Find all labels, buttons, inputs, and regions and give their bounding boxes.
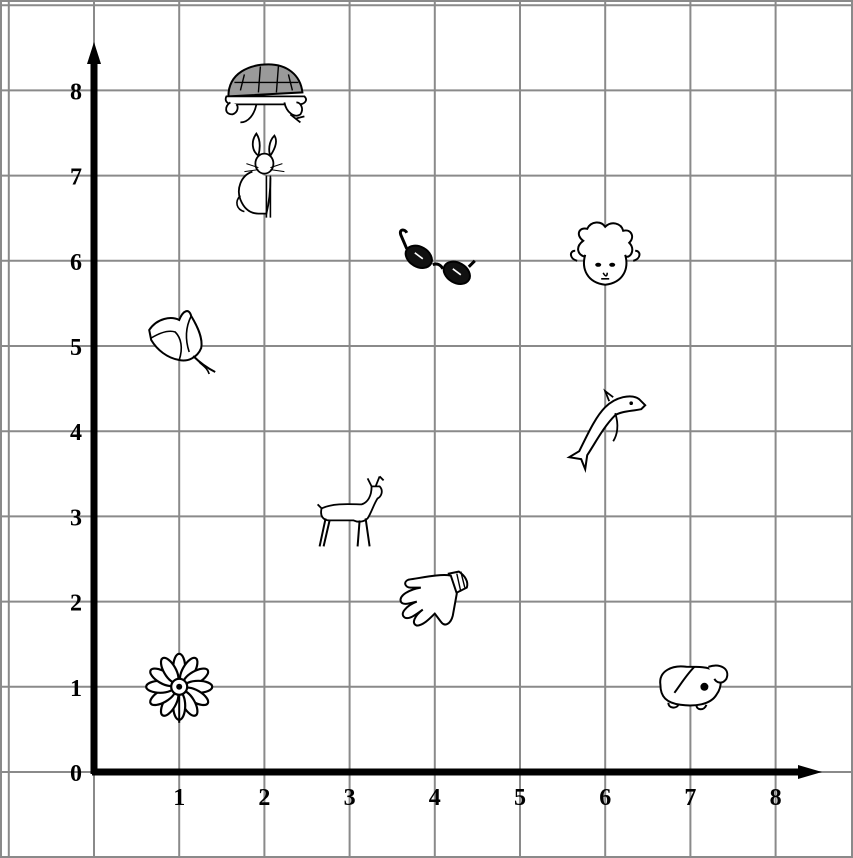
x-tick-label: 6 — [599, 785, 611, 811]
y-tick-label: 5 — [70, 335, 82, 361]
x-tick-label: 1 — [173, 785, 185, 811]
sunglasses-icon — [400, 230, 474, 288]
x-tick-label: 4 — [429, 785, 441, 811]
y-tick-label: 8 — [70, 79, 82, 105]
turtle-icon — [226, 64, 306, 122]
x-tick-label: 2 — [258, 785, 270, 811]
y-tick-label: 2 — [70, 591, 82, 617]
y-axis-arrow — [87, 42, 101, 64]
y-tick-label: 6 — [70, 250, 82, 276]
sheep-icon — [571, 223, 640, 285]
puppy-icon — [660, 666, 727, 710]
y-tick-label: 0 — [70, 761, 82, 787]
x-tick-label: 3 — [344, 785, 356, 811]
x-axis-arrow — [798, 765, 822, 779]
x-tick-label: 8 — [770, 785, 782, 811]
picture-points — [146, 64, 727, 722]
y-tick-label: 1 — [70, 676, 82, 702]
x-tick-label: 7 — [684, 785, 696, 811]
x-tick-label: 5 — [514, 785, 526, 811]
tulip-icon — [149, 311, 215, 374]
y-tick-label: 7 — [70, 165, 82, 191]
y-tick-label: 3 — [70, 505, 82, 531]
flower-icon — [146, 654, 212, 723]
y-tick-label: 4 — [70, 420, 82, 446]
